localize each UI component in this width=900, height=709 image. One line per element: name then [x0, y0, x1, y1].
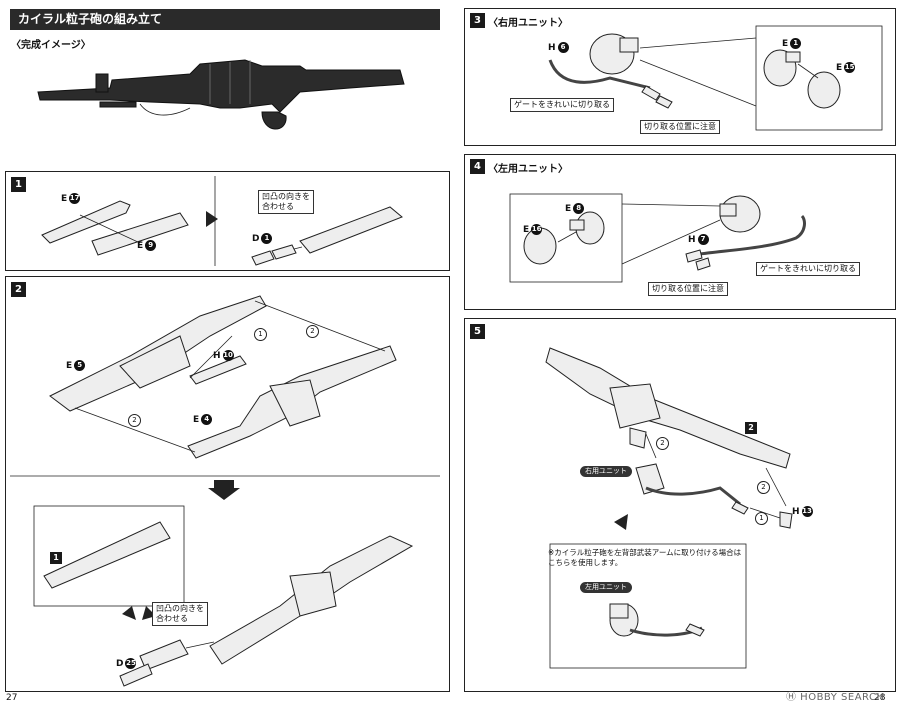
part-e8-badge: 8	[573, 203, 585, 214]
step5-illustration	[545, 347, 793, 669]
gate-callout-step4: ゲートをきれいに切り取る	[756, 262, 860, 276]
part-e9-badge: 9	[145, 240, 157, 251]
page-number-left: 27	[6, 693, 18, 703]
part-h6-badge: 6	[557, 42, 569, 53]
step3-title: 〈右用ユニット〉	[488, 18, 568, 29]
part-h7-badge: 7	[697, 234, 709, 245]
step3-illustration	[548, 25, 883, 131]
callout-2-marker-bottom: 2	[128, 414, 141, 427]
page-title: カイラル粒子砲の組み立て	[10, 9, 440, 30]
orientation-callout-step1: 凹凸の向きを 合わせる	[258, 190, 314, 214]
part-e4-badge: 4	[201, 414, 213, 425]
cut-position-callout-step4: 切り取る位置に注意	[648, 282, 728, 296]
callout-2-marker-step5b: 2	[757, 481, 770, 494]
part-h13-badge: 13	[801, 506, 813, 517]
part-e17-badge: 17	[69, 193, 81, 204]
step1-number: 1	[11, 177, 26, 192]
step1-reference: 1	[50, 545, 62, 564]
step4-title: 〈左用ユニット〉	[488, 164, 568, 175]
hobby-search-watermark: Ⓗ HOBBY SEARCH	[786, 692, 885, 703]
step1-illustration	[41, 176, 403, 266]
part-e16-badge: 16	[531, 224, 543, 235]
part-e5-badge: 5	[74, 360, 86, 371]
left-unit-tag: 左用ユニット	[580, 582, 632, 593]
gate-callout-step3: ゲートをきれいに切り取る	[510, 98, 614, 112]
step5-number: 5	[470, 324, 485, 339]
part-d25-badge: 25	[125, 658, 137, 669]
cut-position-callout-step3: 切り取る位置に注意	[640, 120, 720, 134]
page-number-right: 28	[874, 693, 886, 703]
callout-2-marker-step5a: 2	[656, 437, 669, 450]
part-e1-badge: 1	[790, 38, 802, 49]
step4-number: 4	[470, 159, 485, 174]
step4-illustration	[509, 193, 806, 283]
left-arm-note: ※カイラル粒子砲を左背部武装アームに取り付ける場合は こちらを使用します。	[548, 548, 742, 567]
completion-heading: 〈完成イメージ〉	[11, 40, 91, 51]
completed-cannon-illustration	[37, 59, 405, 130]
step2-illustration	[10, 295, 440, 687]
part-e15-badge: 15	[844, 62, 856, 73]
step2-number: 2	[11, 282, 26, 297]
right-unit-tag: 右用ユニット	[580, 466, 632, 477]
callout-2-marker-top: 2	[306, 325, 319, 338]
callout-1-marker-step5: 1	[755, 512, 768, 525]
part-d1-badge: 1	[261, 233, 273, 244]
part-h10-badge: 10	[222, 350, 234, 361]
orientation-callout-step2: 凹凸の向きを 合わせる	[152, 602, 208, 626]
step2-reference: 2	[745, 415, 757, 434]
callout-1-marker: 1	[254, 328, 267, 341]
step3-number: 3	[470, 13, 485, 28]
